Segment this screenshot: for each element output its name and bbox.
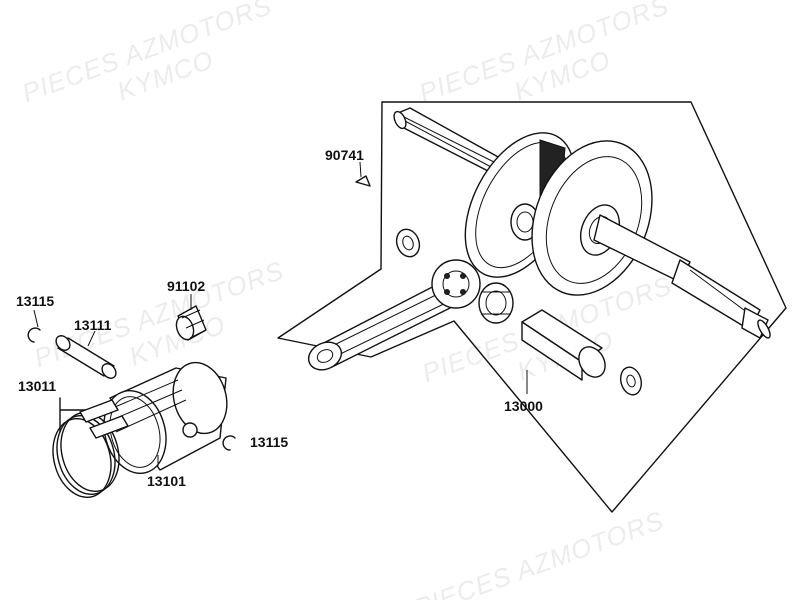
- piston-pin: [55, 335, 117, 379]
- label-13115-right: 13115: [250, 434, 289, 450]
- piston-pin-clip-left: [27, 327, 41, 343]
- woodruff-key: [355, 175, 371, 187]
- label-13101: 13101: [147, 473, 186, 489]
- assembly-boundary: [277, 101, 787, 513]
- label-13011: 13011: [18, 378, 57, 394]
- connecting-rod: [307, 259, 481, 371]
- label-13111: 13111: [74, 317, 112, 333]
- label-13115-top: 13115: [16, 293, 55, 309]
- big-end-bearing: [478, 282, 514, 324]
- piston-rings: [52, 399, 129, 499]
- small-end-bearing: [175, 305, 207, 341]
- piston-pin-clip-right: [222, 435, 236, 451]
- label-13000: 13000: [504, 398, 543, 414]
- crank-pin: [521, 309, 606, 381]
- label-90741: 90741: [325, 147, 364, 163]
- thrust-washer-left: [395, 228, 421, 258]
- piston: [103, 361, 228, 475]
- label-91102: 91102: [167, 278, 206, 294]
- thrust-washer-right: [619, 366, 643, 396]
- crankshaft: [393, 107, 771, 339]
